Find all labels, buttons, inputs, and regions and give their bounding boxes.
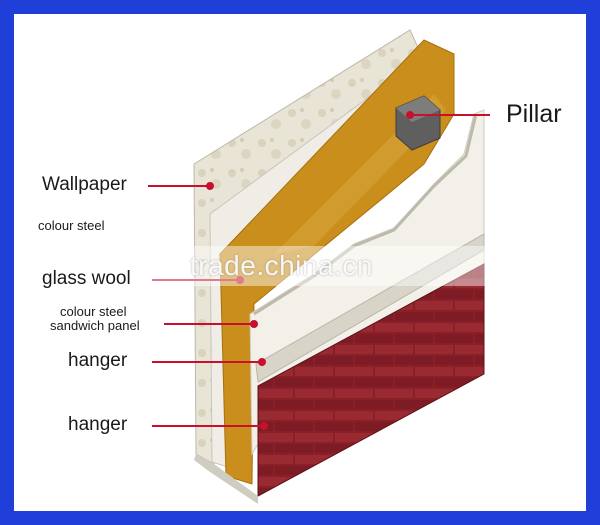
hanger-strip [255,233,485,383]
label-pillar: Pillar [506,100,562,128]
leader-glass-wool-dot [236,276,244,284]
label-glass-wool: glass wool [42,268,131,289]
brick-facing-layer [257,263,485,497]
watermark: trade.china.cn [190,250,373,281]
leader-wallpaper-dot [206,182,214,190]
label-sandwich-panel-line2: sandwich panel [50,318,140,333]
sandwich-panel-ridge [253,113,478,316]
leader-hanger-lower-dot [260,422,268,430]
leader-sandwich-panel-dot [250,320,258,328]
leader-pillar-dot [406,111,414,119]
watermark-band [14,246,586,286]
label-sandwich-panel-line1: colour steel [60,304,127,319]
wall-front-edge [194,454,258,504]
wall-cross-section-diagram [148,29,490,504]
label-wallpaper: Wallpaper [42,174,127,195]
leader-hanger-upper-dot [258,358,266,366]
label-hanger-lower: hanger [68,414,128,435]
label-colour-steel: colour steel [38,218,105,233]
leader-lines [148,111,490,430]
label-hanger-upper: hanger [68,350,128,371]
